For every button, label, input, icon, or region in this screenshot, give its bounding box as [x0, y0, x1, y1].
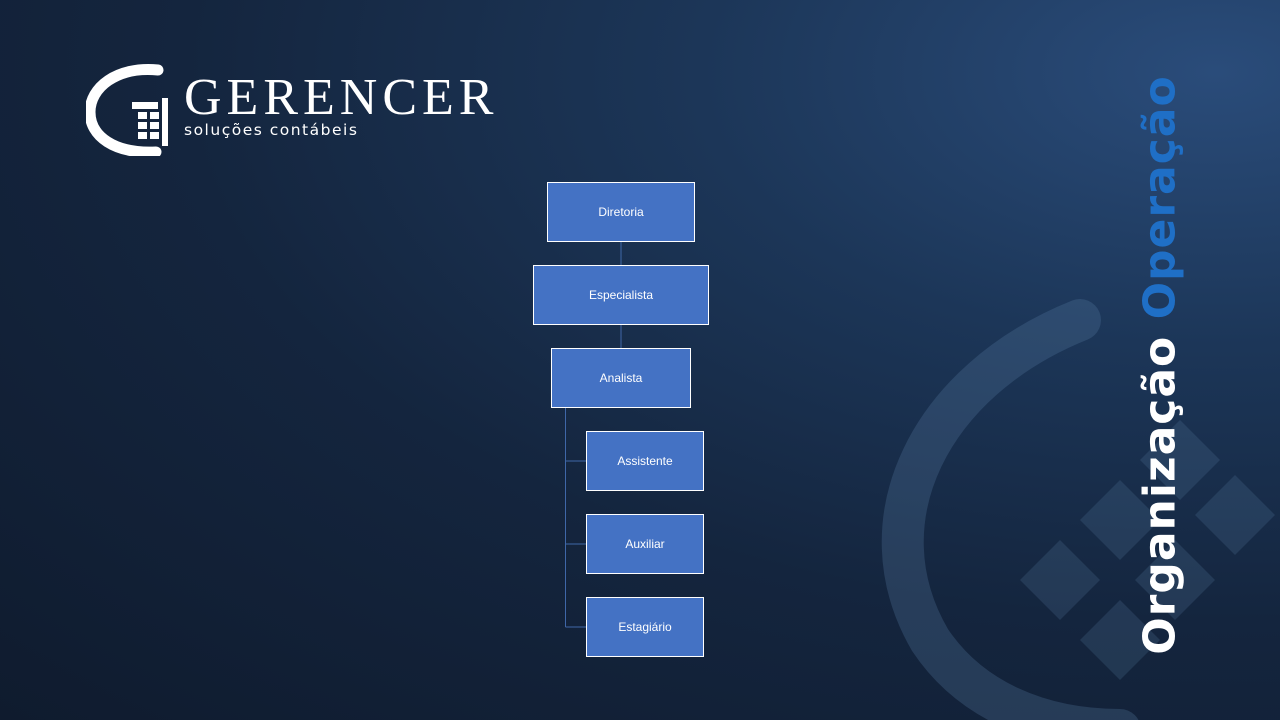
org-node-especialista: Especialista [533, 265, 709, 325]
org-node-analista: Analista [551, 348, 691, 408]
org-node-assistente: Assistente [586, 431, 704, 491]
org-node-label: Diretoria [598, 205, 644, 219]
org-node-label: Especialista [588, 288, 654, 302]
side-title: Organização Operação [1135, 75, 1186, 654]
brand-tagline: soluções contábeis [184, 121, 359, 139]
org-node-label: Analista [599, 371, 643, 385]
brand-name: GERENCER [184, 69, 499, 126]
side-title-word-organizacao: Organização [1134, 335, 1186, 655]
org-node-auxiliar: Auxiliar [586, 514, 704, 574]
org-node-label: Estagiário [618, 620, 672, 634]
gerencer-logo-icon [86, 64, 168, 156]
gerencer-logo: GERENCER soluções contábeis [86, 64, 546, 160]
org-node-estagiario: Estagiário [586, 597, 704, 657]
side-title-word-operacao: Operação [1134, 75, 1186, 320]
org-node-label: Assistente [617, 454, 673, 468]
org-node-label: Auxiliar [625, 537, 665, 551]
org-node-diretoria: Diretoria [547, 182, 695, 242]
